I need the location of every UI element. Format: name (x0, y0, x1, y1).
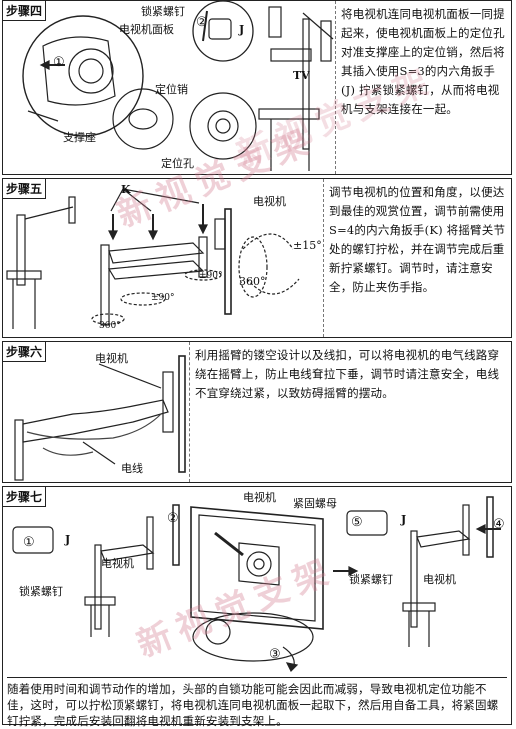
label-lock-screw-1: 锁紧螺钉 (19, 585, 63, 598)
marker-3: ③ (269, 647, 281, 662)
label-rotation: 360° (239, 275, 266, 288)
label-swing-1: ±90° (199, 271, 223, 281)
step5-panel: 步骤五 K 电视机 (2, 178, 512, 338)
step6-divider (189, 342, 190, 482)
label-support-seat: 支撑座 (63, 131, 96, 144)
marker-1: ① (53, 55, 65, 70)
step5-description: 调节电视机的位置和角度，以便达到最佳的观赏位置，调节前需使用S=4的内六角扳手(… (329, 185, 506, 294)
marker-1: ① (23, 535, 35, 550)
step6-title: 步骤六 (3, 342, 47, 362)
label-j-2: J (401, 513, 407, 526)
label-k: K (121, 183, 131, 196)
step6-panel: 步骤六 电视机 电线 利用摇臂的镂空设计以及线扣，可以将电视机的电气线路穿绕在摇… (2, 341, 512, 483)
label-lock-screw-2: 锁紧螺钉 (349, 573, 393, 586)
label-tv-1: 电视机 (101, 557, 134, 570)
label-j-1: J (65, 533, 71, 546)
label-locating-hole: 定位孔 (161, 157, 194, 170)
step6-illustration (14, 355, 186, 481)
step7-panel: 步骤七 (2, 486, 512, 728)
label-lock-screw: 锁紧螺钉 (141, 5, 185, 18)
label-tv-2: 电视机 (243, 491, 276, 504)
step5-illustration (6, 188, 300, 329)
label-swing-2: ±90° (151, 293, 175, 303)
step4-panel: 步骤四 (2, 0, 512, 175)
step4-title: 步骤四 (3, 1, 47, 21)
step7-description: 随着使用时间和调节动作的增加，头部的自锁功能可能会因此而减弱，导致电视机定位功能… (7, 677, 507, 729)
label-j: J (239, 23, 245, 36)
marker-2: ② (167, 511, 179, 526)
step5-divider (323, 179, 324, 337)
step7-illustration (12, 496, 501, 673)
label-swing-3: 360° (99, 321, 121, 331)
label-tv-panel: 电视机面板 (119, 23, 174, 36)
label-tv: 电视机 (253, 195, 286, 208)
step4-divider (335, 1, 336, 174)
step7-title: 步骤七 (3, 487, 47, 507)
step4-description: 将电视机连同电视机面板一同提起来，使电视机面板上的定位孔对准支撑座上的定位销，然… (341, 7, 505, 116)
step4-illustration (22, 1, 334, 171)
marker-2: ② (196, 15, 208, 30)
label-locating-pin: 定位销 (155, 83, 188, 96)
step5-title: 步骤五 (3, 179, 47, 199)
marker-4: ④ (493, 517, 505, 532)
label-tv-3: 电视机 (423, 573, 456, 586)
label-tv: TV (293, 69, 310, 82)
label-fastening-nut: 紧固螺母 (293, 497, 337, 510)
label-tv: 电视机 (95, 352, 128, 365)
step6-description: 利用摇臂的镂空设计以及线扣，可以将电视机的电气线路穿绕在摇臂上，防止电线耷拉下垂… (195, 348, 500, 400)
label-wire: 电线 (121, 462, 143, 475)
label-tilt: ±15° (293, 239, 322, 252)
marker-5: ⑤ (351, 515, 363, 530)
